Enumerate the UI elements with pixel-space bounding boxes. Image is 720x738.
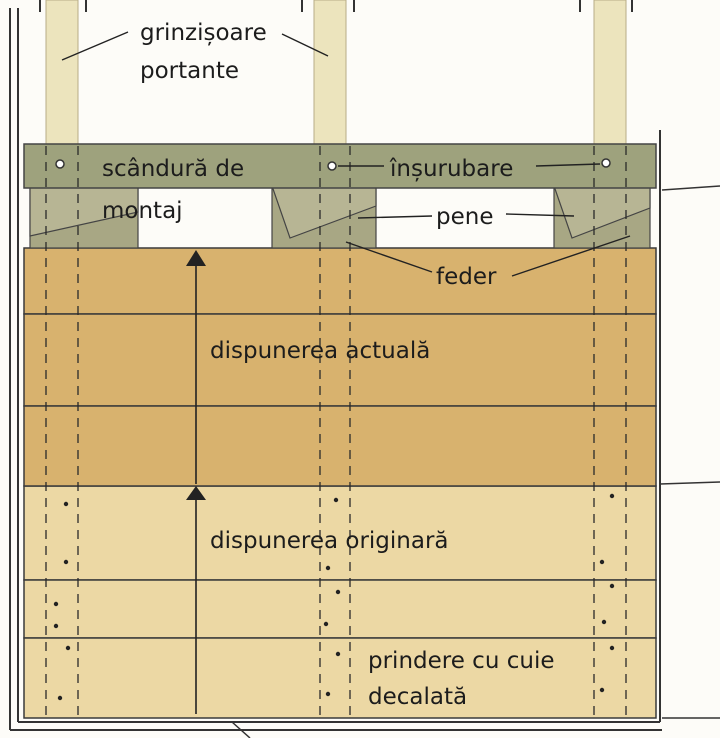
joist-right [593,0,627,153]
top-ticks [39,0,633,12]
outer-frame [9,8,720,738]
screw-hole-middle [327,161,337,171]
label-nailing-line2: decalată [368,684,467,710]
label-mounting-board-line2: montaj [102,198,183,224]
screw-hole-right [601,158,611,168]
label-mounting-board: scândură de [102,156,244,182]
current-boards [23,247,657,487]
label-current-layout: dispunerea actuală [210,338,430,364]
leader-lines [61,31,631,277]
label-joists-line2: portante [140,58,239,84]
nail-dots [53,493,615,701]
screw-hole-left [55,159,65,169]
label-nailing: prindere cu cuie [368,648,554,674]
original-boards [23,485,657,719]
joist-left [45,0,79,153]
layout-arrows [186,250,206,714]
label-feder: feder [436,264,497,290]
screw-holes [55,158,611,171]
label-joists: grinzișoare [140,20,267,46]
joists [45,0,627,153]
label-wedges: pene [436,204,493,230]
joist-middle [313,0,347,153]
label-original-layout: dispunerea originară [210,528,449,554]
label-screwing: înșurubare [389,156,513,182]
